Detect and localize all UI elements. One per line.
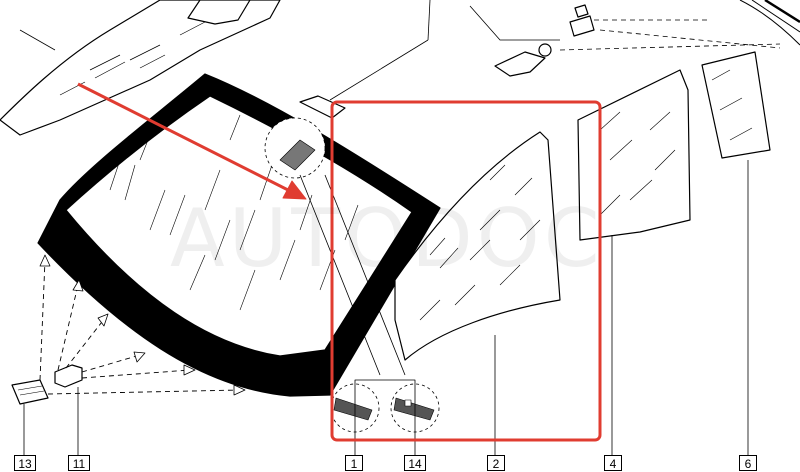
label-plate (299, 95, 346, 119)
pointer-arrow (77, 82, 307, 200)
leader-line (324, 174, 406, 376)
clip-11 (54, 364, 83, 388)
sensor-detail (264, 117, 326, 179)
assembly-arrows (39, 259, 241, 395)
callout-13[interactable]: 13 (14, 455, 36, 471)
leader-line (329, 39, 429, 101)
callout-6[interactable]: 6 (739, 455, 757, 471)
leader-line (19, 29, 56, 51)
door-glass-rear (577, 69, 691, 241)
highlight-box (330, 100, 602, 442)
leader-line (299, 174, 381, 376)
arrow-heads (39, 254, 246, 396)
door-glass-front (394, 131, 561, 361)
rear-body-panel (739, 0, 800, 46)
clip-13 (11, 379, 49, 405)
mirror-mount (469, 4, 781, 77)
callout-4[interactable]: 4 (604, 455, 622, 471)
roof-panel (0, 0, 281, 136)
leader-line (354, 379, 416, 455)
callout-14[interactable]: 14 (404, 455, 426, 471)
callout-2[interactable]: 2 (487, 455, 505, 471)
callout-11[interactable]: 11 (68, 455, 90, 471)
callout-1[interactable]: 1 (345, 455, 363, 471)
windscreen (37, 73, 441, 397)
leader-line (427, 0, 431, 41)
roof-panel-small (187, 0, 251, 25)
quarter-glass (701, 51, 771, 159)
